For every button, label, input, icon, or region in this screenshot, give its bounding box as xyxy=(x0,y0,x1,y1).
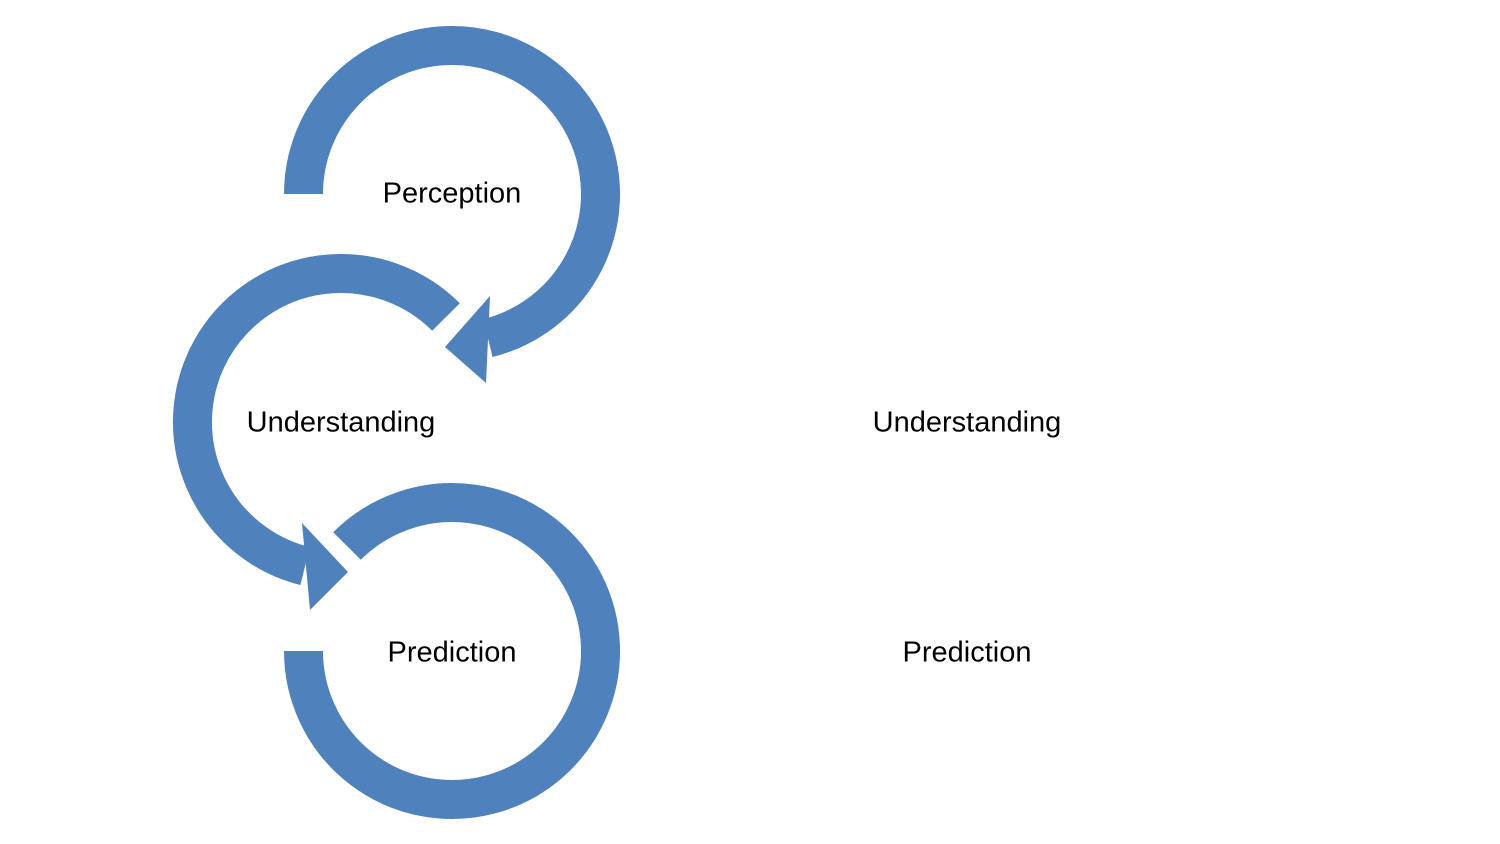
label-prediction: Prediction xyxy=(387,636,517,669)
prediction-arc xyxy=(284,483,620,819)
label-perception: Perception xyxy=(382,177,522,210)
understanding-arrowhead-icon xyxy=(302,523,348,610)
side-label-prediction: Prediction xyxy=(902,636,1032,669)
perception-arc xyxy=(284,26,620,358)
side-label-understanding: Understanding xyxy=(872,406,1062,439)
perception-arrowhead-icon xyxy=(445,296,490,383)
understanding-arc xyxy=(173,254,460,586)
label-understanding: Understanding xyxy=(246,406,436,439)
